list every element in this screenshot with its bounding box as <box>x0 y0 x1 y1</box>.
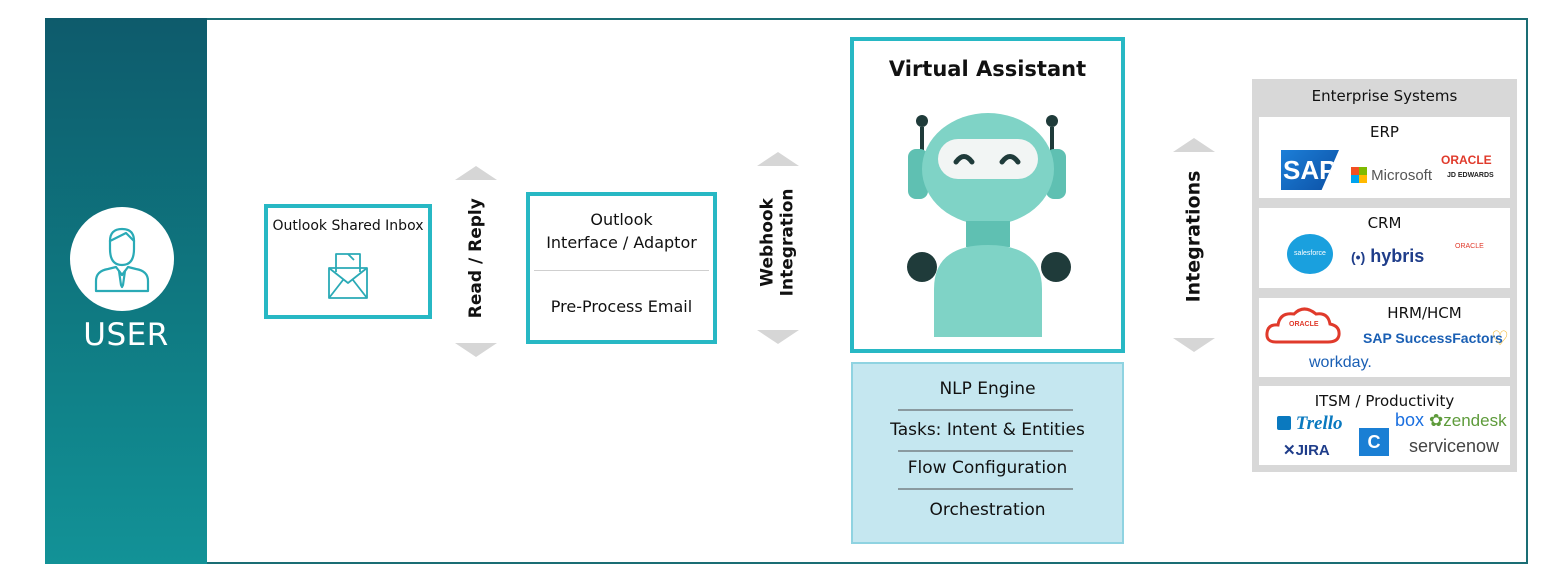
nlp-item: Tasks: Intent & Entities <box>890 420 1085 440</box>
integrations-arrow-down <box>1173 338 1215 352</box>
webhook-line1: Webhook <box>757 198 778 287</box>
nlp-engine-box: NLP Engine Tasks: Intent & Entities Flow… <box>851 362 1124 544</box>
nlp-item: NLP Engine <box>939 379 1036 399</box>
itsm-card: ITSM / Productivity Trello box ✿zendesk … <box>1259 386 1510 465</box>
user-icon <box>94 227 150 293</box>
outlook-adaptor-box: Outlook Interface / Adaptor Pre-Process … <box>526 192 717 344</box>
webhook-arrow-down <box>757 330 799 344</box>
nlp-divider <box>898 409 1073 411</box>
concur-logo: C <box>1359 428 1389 456</box>
read-reply-arrow-up <box>455 166 497 180</box>
oracle-logo: ORACLE <box>1455 243 1484 250</box>
hrm-card: HRM/HCM ORACLE SAP SuccessFactors ♡ work… <box>1259 298 1510 377</box>
webhook-arrow-up <box>757 152 799 166</box>
read-reply-arrow-down <box>455 343 497 357</box>
crm-card: CRM salesforce (•) hybris ORACLE <box>1259 208 1510 288</box>
erp-card: ERP SAP Microsoft ORACLE JD EDWARDS <box>1259 117 1510 198</box>
servicenow-logo: servicenow <box>1409 436 1500 456</box>
webhook-line2: Integration <box>778 188 798 297</box>
trello-logo: Trello <box>1277 413 1343 435</box>
oracle-logo: ORACLE <box>1441 153 1492 167</box>
assistant-title: Virtual Assistant <box>888 57 1087 81</box>
microsoft-squares-icon <box>1351 167 1367 183</box>
user-panel: USER <box>45 18 207 564</box>
user-avatar <box>70 207 174 311</box>
hybris-logo: (•) hybris <box>1351 246 1425 266</box>
zendesk-gear-icon: ✿ <box>1429 411 1444 430</box>
webhook-label: Webhook Integration <box>758 182 799 302</box>
successfactors-logo: SAP SuccessFactors <box>1363 330 1503 346</box>
adaptor-line2: Interface / Adaptor <box>546 233 697 252</box>
inbox-title: Outlook Shared Inbox <box>272 218 424 234</box>
oracle-cloud-icon <box>1265 307 1341 344</box>
jd-edwards-logo: JD EDWARDS <box>1447 172 1494 179</box>
crm-title: CRM <box>1367 214 1402 232</box>
integrations-arrow-up <box>1173 138 1215 152</box>
nlp-divider <box>898 450 1073 452</box>
erp-title: ERP <box>1370 123 1399 141</box>
envelope-icon <box>328 253 368 299</box>
adaptor-line1: Outlook <box>590 210 653 229</box>
jira-icon: ✕ <box>1283 442 1296 459</box>
workday-logo: workday. <box>1309 354 1372 371</box>
itsm-title: ITSM / Productivity <box>1314 392 1455 410</box>
zendesk-logo: ✿zendesk <box>1429 411 1507 430</box>
nlp-divider <box>898 488 1073 490</box>
hybris-symbol-icon: (•) <box>1351 249 1366 265</box>
enterprise-title: Enterprise Systems <box>1311 87 1458 105</box>
read-reply-label: Read / Reply <box>465 198 486 319</box>
microsoft-logo: Microsoft <box>1351 167 1432 184</box>
user-label: USER <box>83 317 169 353</box>
adaptor-line3: Pre-Process Email <box>550 297 693 316</box>
nlp-item: Flow Configuration <box>907 458 1068 478</box>
box-logo: box <box>1395 410 1425 430</box>
adaptor-divider <box>534 270 709 271</box>
nlp-item: Orchestration <box>929 500 1046 520</box>
sap-logo: SAP <box>1281 150 1339 190</box>
robot-icon <box>907 113 1071 337</box>
hrm-title: HRM/HCM <box>1387 304 1462 322</box>
outlook-inbox-box: Outlook Shared Inbox <box>264 204 432 319</box>
enterprise-systems-panel: Enterprise Systems ERP SAP Microsoft ORA… <box>1252 79 1517 472</box>
jira-logo: ✕JIRA <box>1283 442 1330 459</box>
virtual-assistant-box: Virtual Assistant <box>850 37 1125 353</box>
integrations-label: Integrations <box>1182 170 1205 303</box>
oracle-logo: ORACLE <box>1289 321 1319 328</box>
heart-icon: ♡ <box>1491 326 1509 350</box>
trello-board-icon <box>1277 416 1291 430</box>
salesforce-logo: salesforce <box>1287 234 1333 274</box>
